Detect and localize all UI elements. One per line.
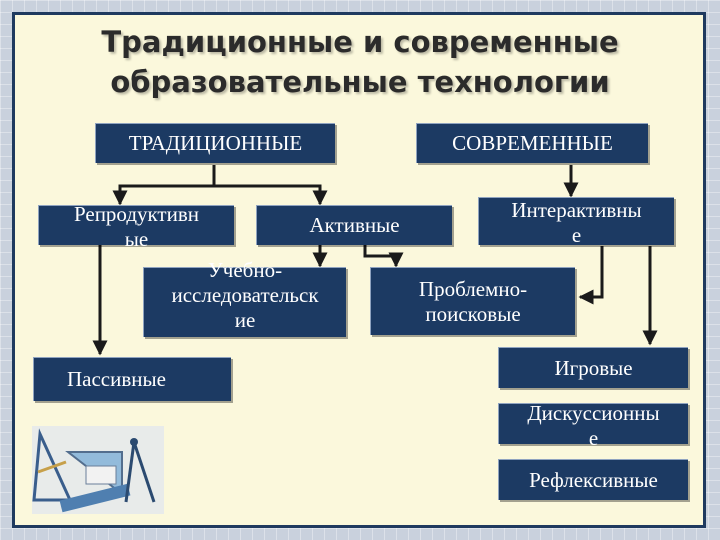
node-problem: Проблемно- поисковые bbox=[370, 267, 575, 335]
node-game: Игровые bbox=[498, 347, 688, 388]
node-research-line-2: исследовательск bbox=[171, 283, 319, 307]
node-interactive-line-1: Интерактивны bbox=[511, 198, 642, 222]
node-problem-line-1: Проблемно- bbox=[418, 276, 528, 301]
node-discussion: Дискуссионны е bbox=[498, 401, 688, 450]
node-reproductive-line-1: Репродуктивн bbox=[73, 202, 200, 226]
node-reproductive: Репродуктивн ые bbox=[38, 202, 234, 251]
node-interactive: Интерактивны е bbox=[478, 197, 674, 247]
node-reflexive: Рефлексивные bbox=[498, 459, 688, 500]
node-passive-label: Пассивные bbox=[67, 367, 166, 391]
node-interactive-line-2: е bbox=[571, 223, 582, 247]
node-passive: Пассивные bbox=[33, 357, 231, 401]
node-discussion-line-2: е bbox=[588, 426, 599, 450]
node-game-label: Игровые bbox=[554, 355, 633, 380]
category-modern-label: СОВРЕМЕННЫЕ bbox=[452, 131, 613, 155]
node-problem-line-2: поисковые bbox=[425, 301, 521, 326]
node-active: Активные bbox=[256, 205, 452, 245]
slide-title-line-1: Традиционные и современные bbox=[101, 25, 619, 59]
category-traditional-label: ТРАДИЦИОННЫЕ bbox=[128, 131, 303, 155]
node-discussion-line-1: Дискуссионны bbox=[527, 401, 660, 425]
node-active-label: Активные bbox=[309, 213, 400, 237]
category-traditional: ТРАДИЦИОННЫЕ bbox=[95, 123, 335, 163]
slide-title-line-2: образовательные технологии bbox=[110, 65, 610, 99]
node-research-line-1: Учебно- bbox=[207, 258, 283, 282]
node-reproductive-line-2: ые bbox=[124, 227, 149, 251]
geometry-tools-clipart-icon bbox=[30, 422, 166, 517]
node-research: Учебно- исследовательск ие bbox=[143, 258, 346, 337]
category-modern: СОВРЕМЕННЫЕ bbox=[416, 123, 648, 163]
node-research-line-3: ие bbox=[234, 308, 256, 332]
node-reflexive-label: Рефлексивные bbox=[529, 467, 658, 492]
slide-title: Традиционные и современные образовательн… bbox=[0, 22, 720, 102]
